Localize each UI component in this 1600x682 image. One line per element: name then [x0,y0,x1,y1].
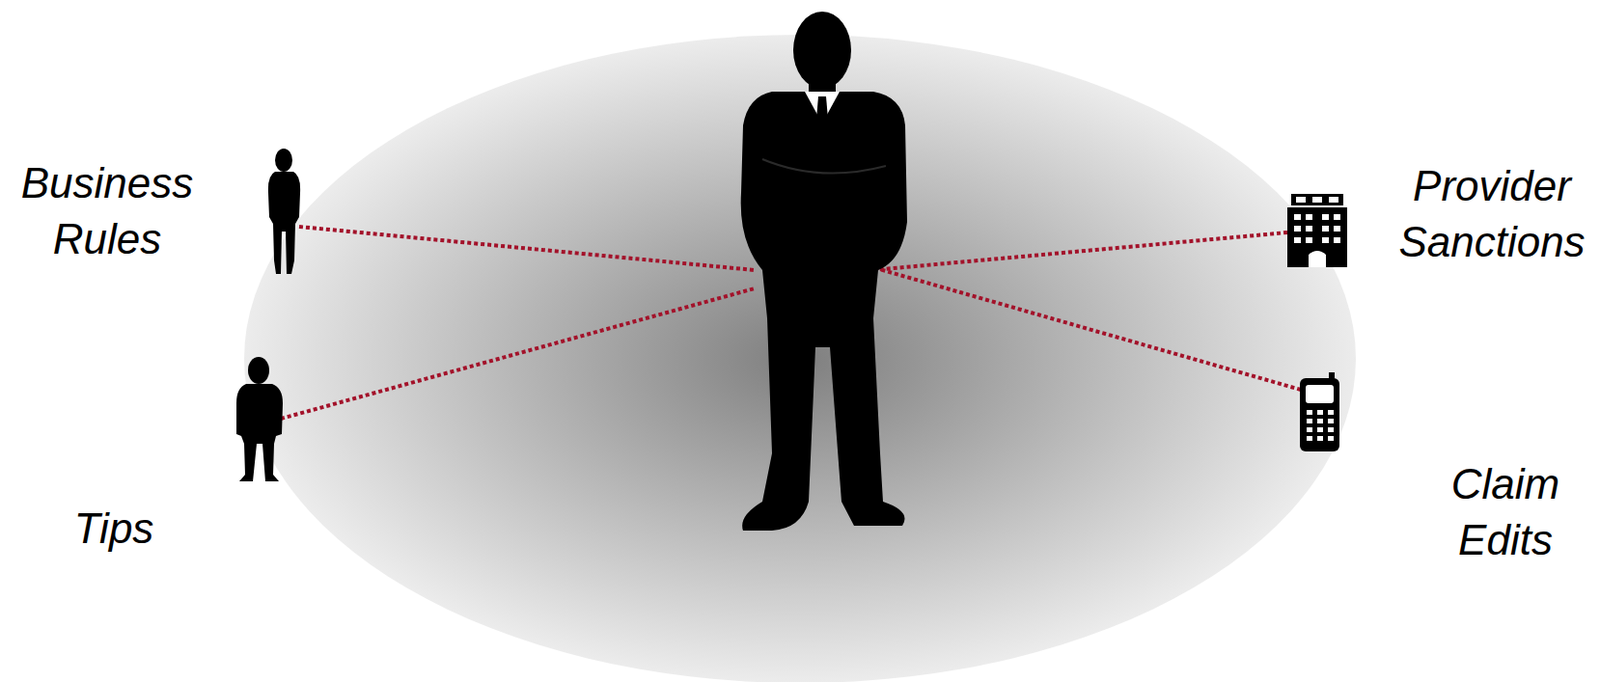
man-icon [236,357,283,482]
central-man [741,11,908,531]
icon-label: Provider Sanctions [1388,158,1597,271]
icon-label: Claim Edits [1437,456,1573,569]
phone-icon [1299,372,1340,452]
woman-icon [268,148,301,275]
building-icon [1287,193,1348,268]
ground-ellipse [244,34,1356,682]
icon-label: Tips [17,500,211,557]
icon-label: Business Rules [10,155,204,268]
